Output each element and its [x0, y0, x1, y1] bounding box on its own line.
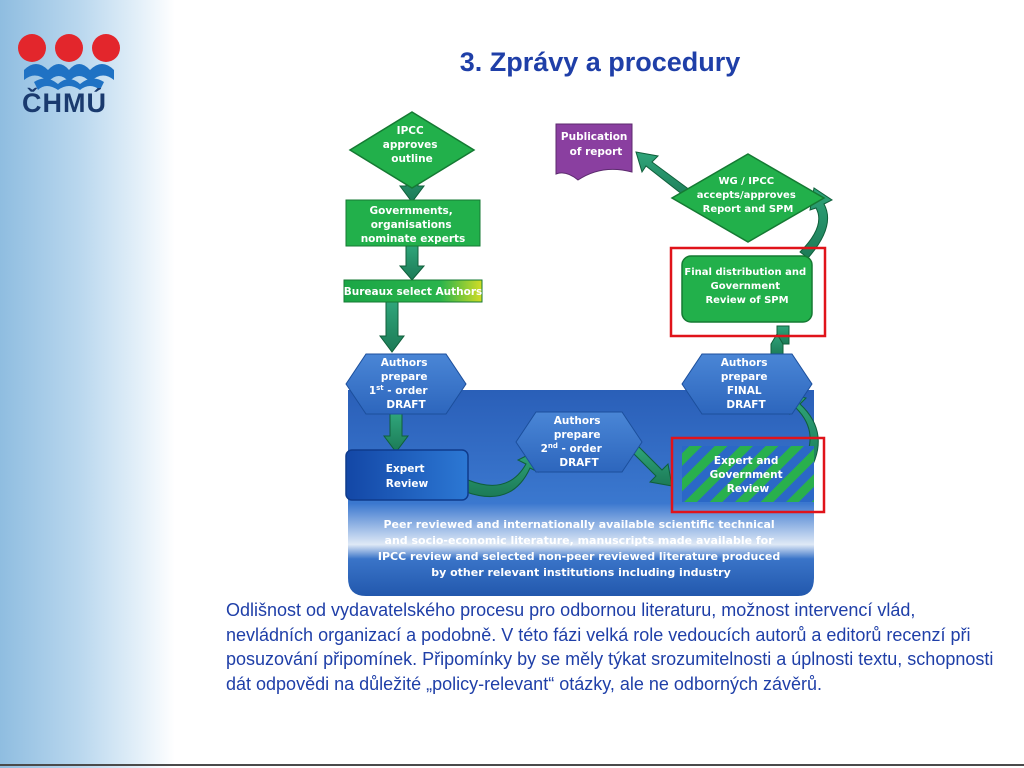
literature-panel	[348, 390, 814, 596]
node-ipcc-approves	[348, 111, 476, 189]
node-ipcc-approves-label: IPCC approves outline	[383, 125, 441, 165]
node-publication-label: Publication of report	[561, 131, 631, 158]
node-final-draft	[681, 353, 813, 415]
slide-caption: Odlišnost od vydavatelského procesu pro …	[226, 600, 994, 694]
chmu-logo-icon	[18, 34, 120, 90]
side-gradient	[0, 0, 175, 768]
node-expert-government-review-label: Expert and Government Review	[710, 455, 787, 495]
node-wg-accepts-label: WG / IPCC accepts/approves Report and SP…	[697, 176, 800, 215]
node-first-draft	[345, 353, 467, 415]
node-governments-nominate	[345, 199, 481, 247]
node-final-distribution-label: Final distribution and Government Review…	[684, 267, 809, 306]
node-second-draft	[515, 411, 643, 473]
node-publication	[555, 123, 633, 181]
node-expert-review-label: Expert Review	[386, 463, 429, 490]
highlight-final-distribution	[669, 246, 827, 338]
node-wg-accepts	[670, 153, 826, 243]
node-second-draft-label: Authors prepare 2nd - order DRAFT	[541, 415, 606, 469]
node-expert-review	[345, 449, 469, 501]
node-bureaux-select	[343, 279, 483, 303]
bottom-divider	[0, 764, 1024, 766]
node-expert-government-review	[682, 446, 814, 502]
logo-text: ČHMÚ	[22, 88, 107, 118]
ipcc-process-diagram: IPCC approves outline Governments, organ…	[343, 111, 833, 596]
node-governments-nominate-label: Governments, organisations nominate expe…	[361, 205, 466, 245]
node-bureaux-select-label: Bureaux select Authors	[344, 286, 483, 298]
highlight-expert-government	[670, 436, 826, 514]
slide-title: 3. Zprávy a procedury	[459, 47, 741, 77]
node-final-distribution	[681, 255, 813, 323]
literature-note: Peer reviewed and internationally availa…	[378, 518, 784, 579]
node-final-draft-label: Authors prepare FINAL DRAFT	[721, 357, 771, 411]
node-first-draft-label: Authors prepare 1st - order DRAFT	[369, 357, 431, 411]
